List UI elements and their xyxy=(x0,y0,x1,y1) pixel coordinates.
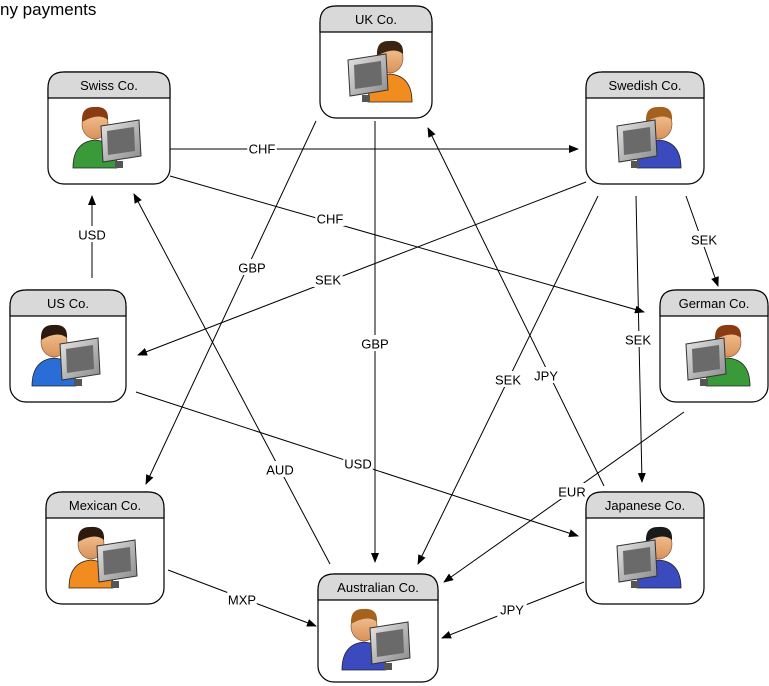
edge-label: JPY xyxy=(534,369,558,384)
edge-label: SEK xyxy=(315,273,341,288)
edge-label: EUR xyxy=(558,485,585,500)
edge-label-background xyxy=(623,331,653,347)
edge-label: SEK xyxy=(691,233,717,248)
person-at-computer-icon xyxy=(68,526,138,589)
node-us: US Co. xyxy=(9,289,127,403)
edge-label-background xyxy=(227,591,257,607)
edge-german-to-australian: EUR xyxy=(443,411,685,583)
edge-label-background xyxy=(531,367,561,383)
edge-japanese-to-australian: JPY xyxy=(441,581,585,639)
edge-label: SEK xyxy=(625,333,651,348)
edge-label: USD xyxy=(344,457,371,472)
edge-swiss-to-german: CHF xyxy=(169,175,645,314)
node-label: Swiss Co. xyxy=(80,78,138,93)
node-label: Swedish Co. xyxy=(609,78,682,93)
edge-label: CHF xyxy=(249,142,276,157)
node-swedish: Swedish Co. xyxy=(585,71,705,185)
edge-swiss-to-swedish: CHF xyxy=(170,140,579,157)
edge-arrow xyxy=(137,181,587,356)
node-header xyxy=(585,71,705,99)
person-at-computer-icon xyxy=(616,106,682,169)
edge-label-background xyxy=(247,140,277,156)
edge-uk-to-australian: GBP xyxy=(360,121,390,563)
node-header xyxy=(45,491,165,519)
node-swiss: Swiss Co. xyxy=(47,71,171,185)
edge-label-background xyxy=(689,231,719,247)
node-uk: UK Co. xyxy=(319,5,433,119)
node-header xyxy=(319,5,433,33)
edge-label: AUD xyxy=(266,463,293,478)
person-at-computer-icon xyxy=(616,526,682,589)
node-label: US Co. xyxy=(47,296,89,311)
person-at-computer-icon xyxy=(347,40,413,103)
node-header xyxy=(47,71,171,99)
person-at-computer-icon xyxy=(31,324,101,387)
edge-arrow xyxy=(145,120,317,485)
node-header xyxy=(585,491,705,519)
edge-label: USD xyxy=(78,228,105,243)
edge-label: MXP xyxy=(228,593,256,608)
edge-label: CHF xyxy=(317,212,344,227)
edge-label-background xyxy=(497,601,527,617)
node-mexican: Mexican Co. xyxy=(45,491,165,605)
edge-swedish-to-australian: SEK xyxy=(417,195,599,565)
edge-swedish-to-us: SEK xyxy=(137,181,587,356)
node-label: Australian Co. xyxy=(337,580,419,595)
edge-label-background xyxy=(493,371,523,387)
node-label: UK Co. xyxy=(355,12,397,27)
edge-arrow xyxy=(427,127,605,487)
page-title: ny payments xyxy=(0,0,97,19)
edge-label-background xyxy=(557,483,587,499)
edge-uk-to-mexican: GBP xyxy=(145,120,317,485)
edge-label: JPY xyxy=(500,603,524,618)
person-at-computer-icon xyxy=(341,608,411,671)
edge-label-background xyxy=(360,335,390,351)
edge-arrow xyxy=(169,175,645,314)
node-header xyxy=(317,573,439,601)
node-japanese: Japanese Co. xyxy=(585,491,705,605)
edge-us-to-swiss: USD xyxy=(77,195,107,278)
edge-label-background xyxy=(265,461,295,477)
node-label: Japanese Co. xyxy=(605,498,685,513)
edge-swedish-to-german: SEK xyxy=(685,195,719,287)
edge-us-to-japanese: USD xyxy=(135,391,579,538)
edge-label: SEK xyxy=(495,373,521,388)
edge-mexican-to-australian: MXP xyxy=(167,569,317,627)
node-label: German Co. xyxy=(679,296,750,311)
node-label: Mexican Co. xyxy=(69,498,141,513)
edge-label-background xyxy=(237,259,267,275)
edge-label: GBP xyxy=(361,337,388,352)
edge-swedish-to-japanese: SEK xyxy=(623,195,653,483)
node-german: German Co. xyxy=(659,289,769,403)
edge-arrow xyxy=(133,193,331,565)
node-header xyxy=(9,289,127,317)
person-at-computer-icon xyxy=(72,106,142,169)
edge-label: GBP xyxy=(238,261,265,276)
edge-label-background xyxy=(77,226,107,242)
edge-label-background xyxy=(313,271,343,287)
person-at-computer-icon xyxy=(685,324,751,387)
edge-label-background xyxy=(315,210,345,226)
edge-japanese-to-uk: JPY xyxy=(427,127,605,487)
node-australian: Australian Co. xyxy=(317,573,439,683)
edge-australian-to-swiss: AUD xyxy=(133,193,331,565)
edge-label-background xyxy=(343,455,373,471)
node-header xyxy=(659,289,769,317)
